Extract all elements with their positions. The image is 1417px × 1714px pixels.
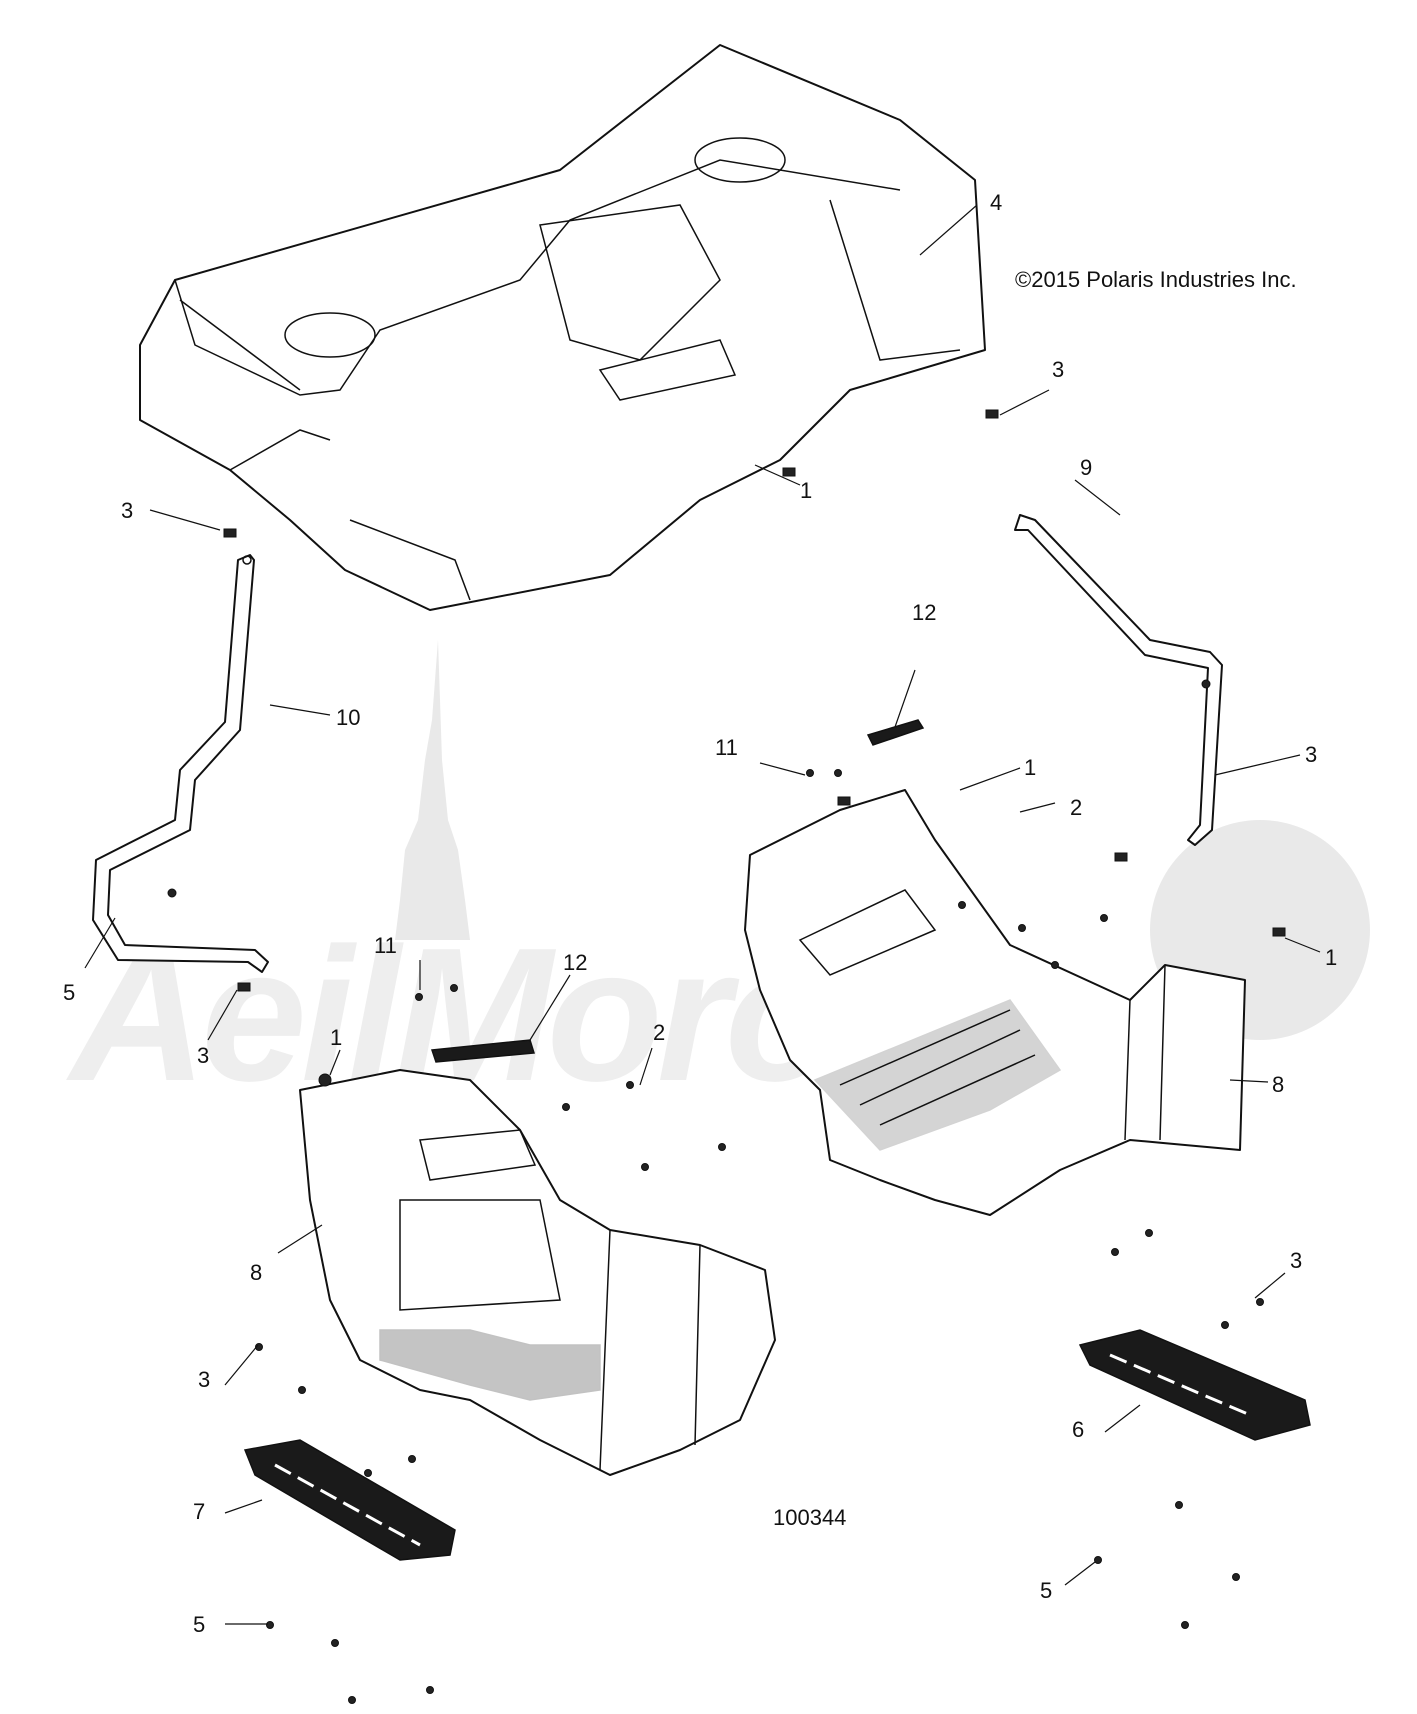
watermark-spire [395,640,470,940]
callout-label: 6 [1072,1417,1084,1442]
plate-lower [430,1039,535,1063]
callout-label: 8 [1272,1072,1284,1097]
rear-fender [139,44,986,611]
callout-label: 7 [193,1499,205,1524]
callout-label: 1 [800,478,812,503]
callout-label: 5 [193,1612,205,1637]
callout-label: 11 [374,933,397,958]
callout-label: 12 [563,950,587,975]
callout-label: 1 [330,1025,342,1050]
left-brace-bar [92,554,269,973]
callout-label: 8 [250,1260,262,1285]
fasteners [167,409,1286,1704]
callout-label: 5 [63,980,75,1005]
plate-upper [866,719,925,746]
callout-label: 3 [1305,742,1317,767]
callout-label: 5 [1040,1578,1052,1603]
callout-label: 4 [990,190,1002,215]
callout-label: 2 [653,1020,665,1045]
leader-lines [84,204,1321,1625]
copyright-notice: ©2015 Polaris Industries Inc. [1015,267,1297,292]
callout-label: 1 [1024,755,1036,780]
right-brace-bar [1014,514,1223,846]
left-footwell [299,1069,776,1476]
callout-label: 2 [1070,795,1082,820]
callout-label: 11 [715,735,738,760]
callout-label: 3 [1290,1248,1302,1273]
callout-label: 12 [912,600,936,625]
callout-label: 3 [1052,357,1064,382]
callout-label: 1 [1325,945,1337,970]
callout-label: 3 [198,1367,210,1392]
callout-label: 10 [336,705,360,730]
callout-label: 9 [1080,455,1092,480]
callout-label: 3 [197,1043,209,1068]
right-footwell [744,789,1246,1216]
figure-number: 100344 [773,1505,846,1530]
callout-labels: 4 1 3 9 3 10 5 3 12 11 1 3 2 1 8 11 12 1… [63,190,1337,1637]
callout-label: 3 [121,498,133,523]
right-footrest [1078,1329,1311,1441]
left-footrest [243,1439,456,1561]
